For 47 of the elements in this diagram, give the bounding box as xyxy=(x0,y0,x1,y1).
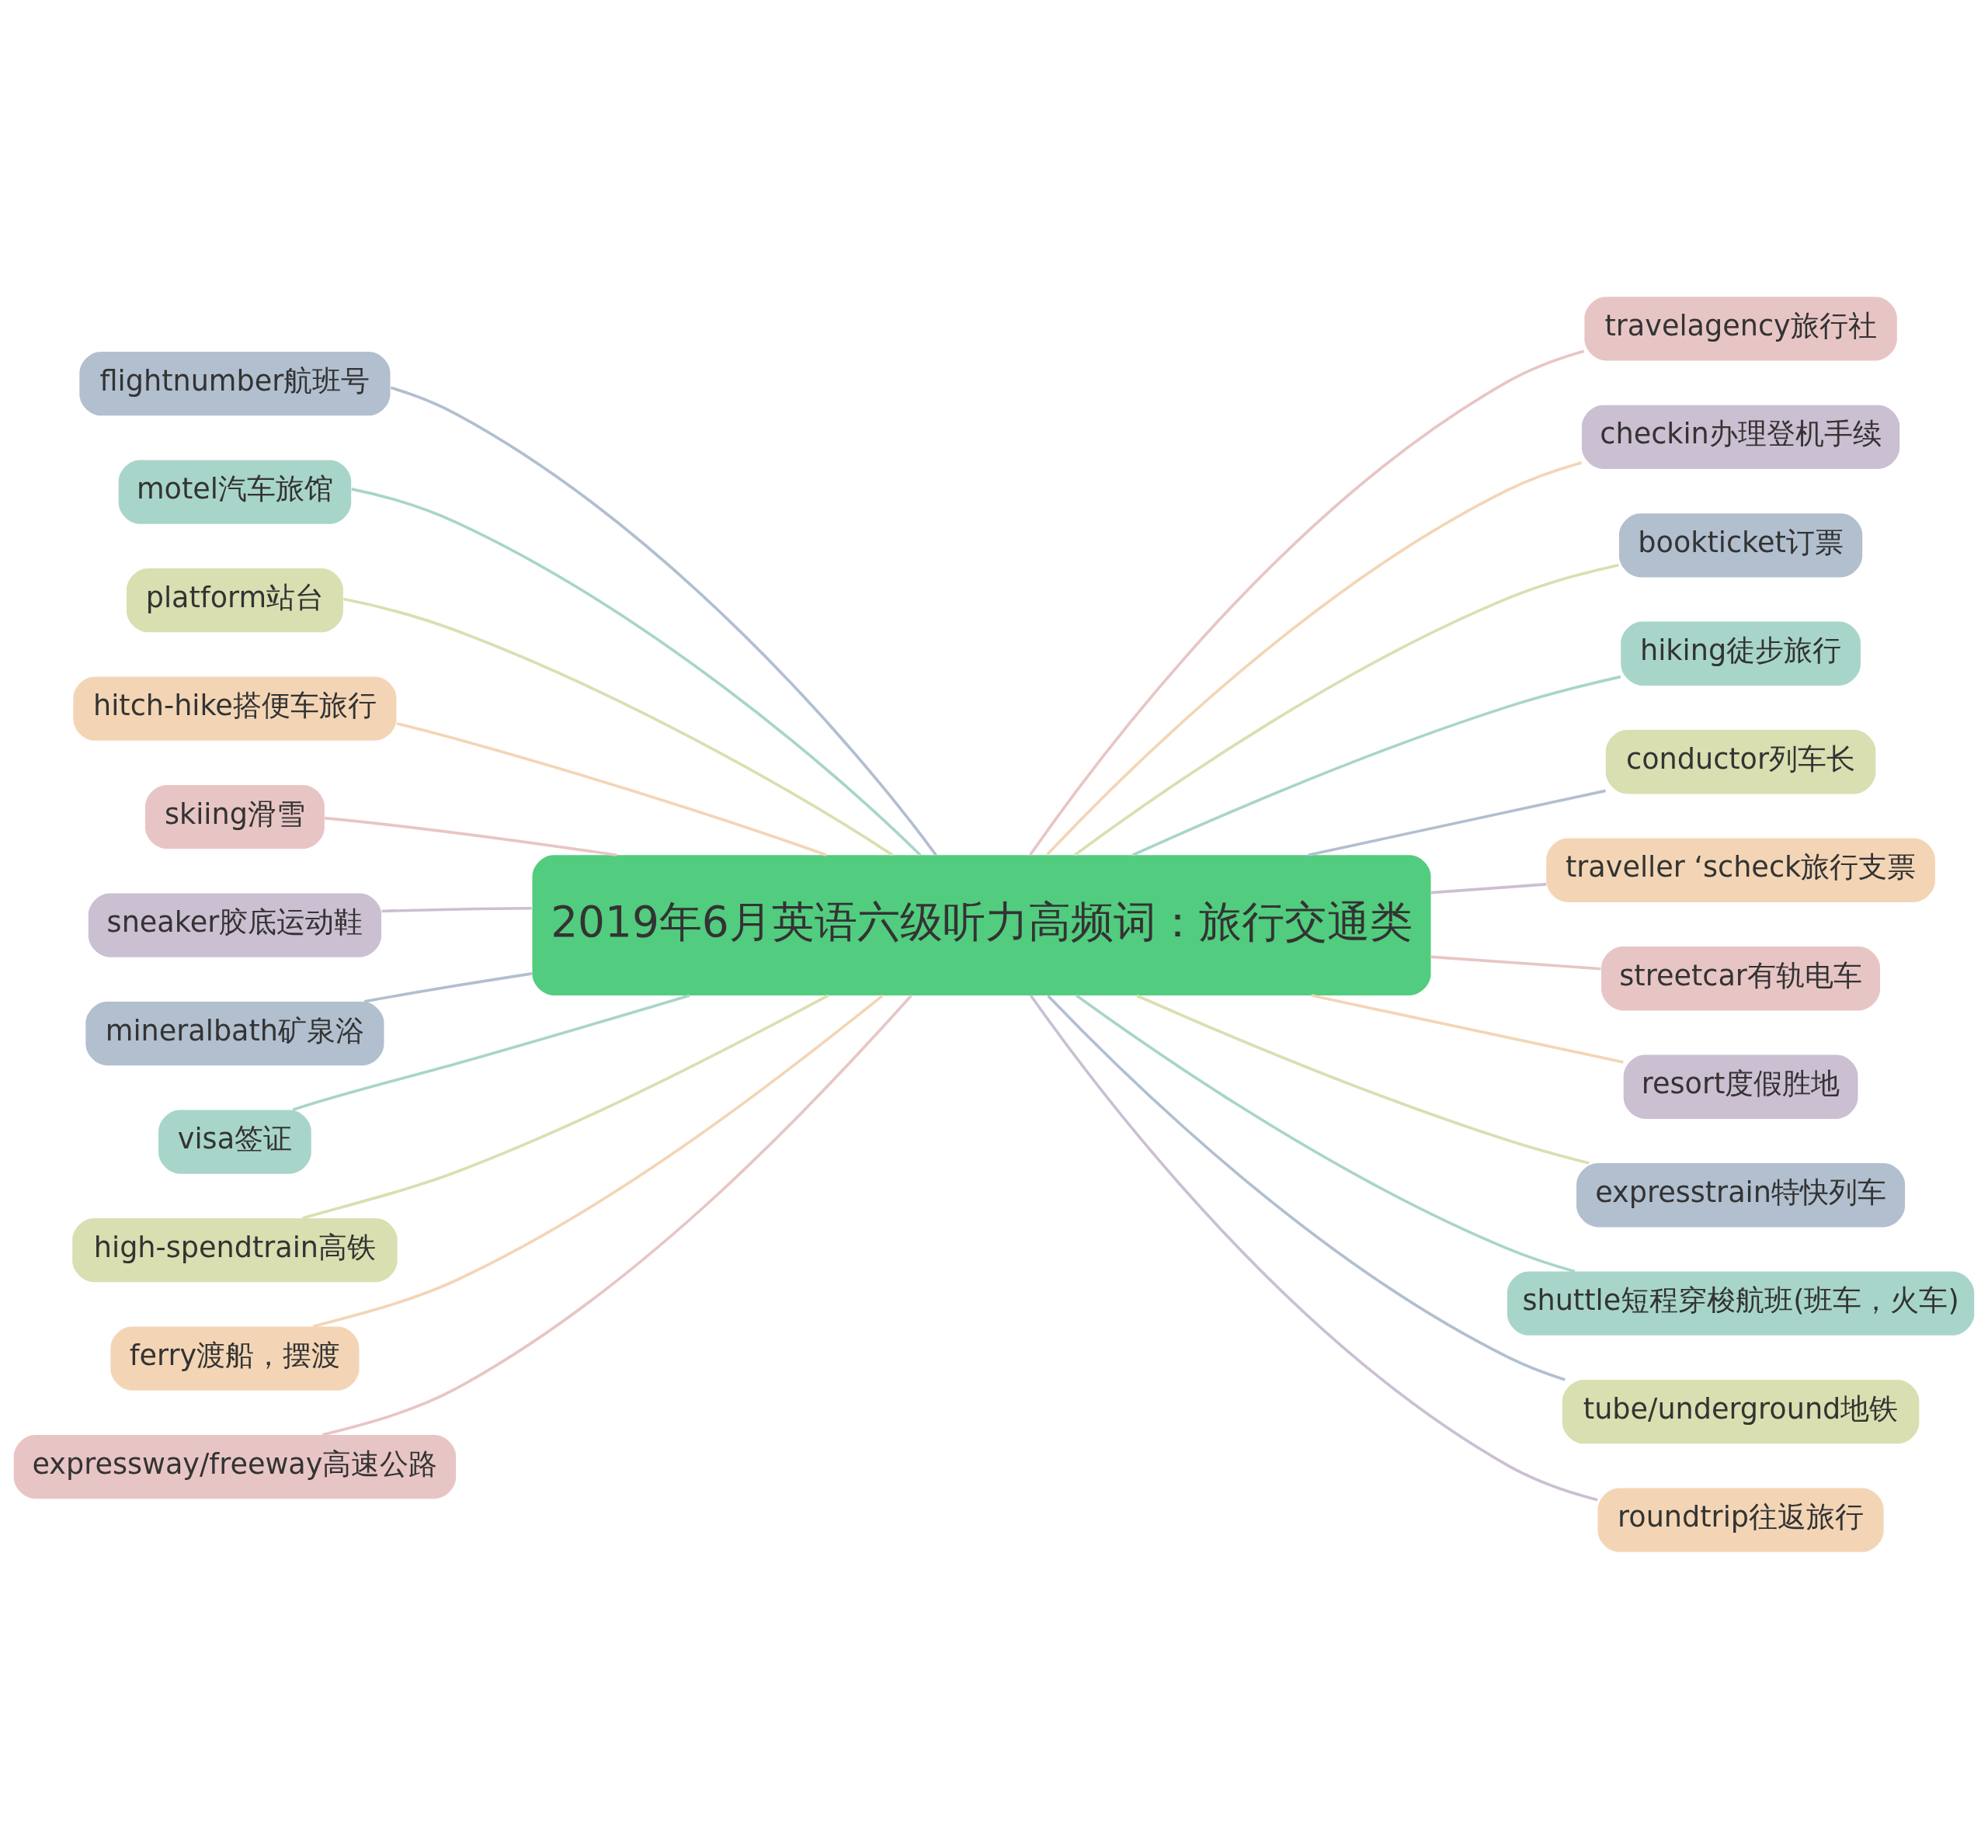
node-box: 2019年6月英语六级听力高频词：旅行交通类 xyxy=(532,854,1431,995)
node-box: conductor列车长 xyxy=(1605,729,1876,794)
node-box: high-spendtrain高铁 xyxy=(72,1218,398,1282)
node-box: hiking徒步旅行 xyxy=(1621,621,1861,686)
connector xyxy=(1047,994,1566,1381)
node-box: platform站台 xyxy=(126,568,343,632)
node-box: sneaker胶底运动鞋 xyxy=(88,893,382,957)
connector xyxy=(396,721,827,856)
node-box: ferry渡船，摆渡 xyxy=(110,1325,360,1391)
connector xyxy=(381,906,532,912)
node-box: shuttle短程穿梭航班(班车，火车) xyxy=(1507,1271,1975,1336)
node-box: flightnumber航班号 xyxy=(79,351,391,415)
node-box: resort度假胜地 xyxy=(1623,1054,1858,1119)
node-box: checkin办理登机手续 xyxy=(1581,405,1900,469)
node-box: mineralbath矿泉浴 xyxy=(85,1001,384,1065)
connector xyxy=(302,994,829,1220)
connector xyxy=(351,487,922,856)
connector xyxy=(1075,994,1576,1273)
node-box: streetcar有轨电车 xyxy=(1601,946,1881,1010)
connector xyxy=(325,816,617,856)
connector xyxy=(1029,349,1585,856)
connector xyxy=(1046,460,1583,856)
connector xyxy=(363,971,533,1003)
node-box: travelagency旅行社 xyxy=(1584,296,1897,360)
connector xyxy=(1311,993,1624,1064)
connector xyxy=(1073,563,1619,856)
node-box: bookticket订票 xyxy=(1618,512,1863,577)
node-box: visa签证 xyxy=(158,1109,311,1174)
connector xyxy=(390,386,937,856)
connector xyxy=(1029,994,1598,1501)
node-box: expressway/freeway高速公路 xyxy=(13,1434,457,1499)
node-box: hitch-hike搭便车旅行 xyxy=(73,676,397,741)
connector xyxy=(1430,954,1601,971)
node-box: motel汽车旅馆 xyxy=(118,460,352,524)
connector xyxy=(1136,994,1590,1165)
connector xyxy=(343,597,894,856)
node-box: expresstrain特快列车 xyxy=(1576,1162,1906,1227)
node-box: skiing滑雪 xyxy=(144,784,325,849)
connector xyxy=(1308,789,1606,856)
node-box: traveller ‘scheck旅行支票 xyxy=(1546,838,1935,902)
node-box: tube/underground地铁 xyxy=(1562,1379,1920,1443)
connector xyxy=(312,994,884,1328)
connector xyxy=(1430,882,1547,894)
connector xyxy=(321,994,912,1436)
connector xyxy=(292,993,690,1111)
node-box: roundtrip往返旅行 xyxy=(1597,1488,1884,1552)
connector xyxy=(1131,675,1621,856)
